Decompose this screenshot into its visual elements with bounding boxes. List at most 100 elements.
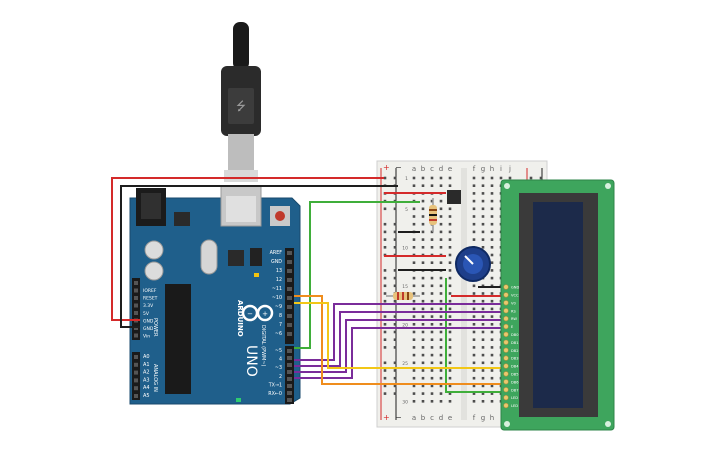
header-pin[interactable] — [134, 281, 138, 285]
lcd-pin-label: E — [511, 325, 514, 329]
lcd-pin[interactable] — [503, 308, 509, 314]
lcd-screen — [533, 202, 583, 408]
header-pin[interactable] — [134, 288, 138, 293]
header-pin[interactable] — [287, 323, 292, 327]
lcd-pin-label: LED — [511, 396, 518, 400]
digital-pin-label: ~3 — [275, 365, 282, 371]
row-label: 30 — [402, 399, 408, 405]
digital-pin-label: RX←0 — [268, 391, 282, 397]
column-label: g — [481, 165, 485, 173]
analog-pin-label: A4 — [143, 385, 150, 391]
wire-purple-3[interactable] — [294, 319, 505, 373]
header-pin[interactable] — [287, 251, 292, 255]
resistor-top[interactable] — [429, 198, 437, 232]
lcd-pin[interactable] — [503, 379, 509, 385]
wire-gnd-black[interactable] — [120, 185, 398, 328]
header-pin[interactable] — [287, 305, 292, 309]
column-label: j — [508, 165, 511, 173]
header-pin[interactable] — [134, 378, 138, 383]
header-pin[interactable] — [134, 355, 138, 359]
lcd-pin-label: RS — [511, 309, 516, 313]
header-pin[interactable] — [134, 362, 138, 367]
header-pin[interactable] — [134, 394, 138, 398]
reset-button[interactable] — [275, 211, 285, 221]
lcd-pin-label: V0 — [511, 301, 516, 305]
lcd-pin[interactable] — [503, 363, 509, 369]
column-label: d — [439, 165, 443, 173]
arduino-uno-board[interactable]: − + ARDUINO UNO POWER ANALOG IN DIGITAL … — [129, 185, 301, 405]
header-pin[interactable] — [287, 332, 292, 336]
header-pin[interactable] — [287, 287, 292, 291]
column-label: e — [448, 165, 452, 173]
header-pin[interactable] — [134, 303, 138, 308]
lcd-pin[interactable] — [503, 355, 509, 361]
header-pin[interactable] — [134, 296, 138, 300]
potentiometer[interactable] — [455, 246, 491, 282]
header-pin[interactable] — [134, 311, 138, 315]
header-pin[interactable] — [287, 278, 292, 282]
wire-green-contrast[interactable] — [294, 201, 420, 349]
column-label: a — [412, 165, 416, 173]
lcd-pin[interactable] — [503, 347, 509, 353]
column-label: c — [430, 165, 434, 173]
header-pin[interactable] — [287, 260, 292, 264]
resistor-backlight[interactable] — [386, 292, 420, 300]
power-header-label: POWER — [152, 318, 158, 337]
digital-pin-label: 13 — [276, 268, 282, 274]
digital-pin-label: 12 — [276, 277, 282, 283]
header-pin[interactable] — [134, 386, 138, 391]
lcd-pin[interactable] — [503, 395, 509, 401]
wire-purple-1[interactable] — [294, 303, 505, 361]
digital-pin-label: 7 — [279, 322, 282, 328]
lcd-pin[interactable] — [503, 387, 509, 393]
lcd-pin[interactable] — [503, 402, 509, 409]
rail-minus-bottom: − — [395, 413, 402, 422]
header-pin[interactable] — [287, 356, 292, 360]
digital-pin-label: GND — [271, 259, 282, 265]
header-pin[interactable] — [287, 384, 292, 388]
row-label: 25 — [402, 361, 408, 367]
header-pin[interactable] — [287, 391, 292, 395]
temperature-sensor[interactable] — [447, 190, 461, 204]
lcd-pin-label: LED — [511, 404, 518, 408]
header-pin[interactable] — [287, 370, 292, 374]
header-pin[interactable] — [134, 370, 138, 375]
wire-yellow-e[interactable] — [294, 302, 505, 369]
power-pin-label: Vin — [143, 334, 150, 340]
digital-pin-label: 2 — [279, 374, 282, 380]
usb-cable[interactable]: ⭍ — [221, 22, 261, 182]
lcd-16x2[interactable]: GNDVCCV0RSRWEDB0DB1DB2DB3DB4DB5DB6DB7LED… — [500, 179, 615, 431]
header-pin[interactable] — [287, 363, 292, 367]
wire-purple-2[interactable] — [294, 311, 505, 367]
wires — [111, 177, 505, 393]
lcd-pin-label: DB3 — [511, 357, 519, 361]
lcd-pin[interactable] — [503, 331, 509, 338]
digital-pin-label: ~5 — [275, 348, 282, 354]
header-pin[interactable] — [134, 333, 138, 338]
wire-5v-red[interactable] — [111, 177, 384, 321]
digital-header-label: DIGITAL (PWM~) — [260, 325, 266, 367]
header-pin[interactable] — [287, 314, 292, 318]
lcd-pin[interactable] — [503, 292, 509, 298]
column-label: i — [500, 165, 502, 173]
digital-pin-label: ~6 — [275, 331, 282, 337]
lcd-pin[interactable] — [503, 284, 509, 290]
wire-orange-rs[interactable] — [294, 295, 505, 385]
lcd-pin[interactable] — [503, 371, 509, 377]
lcd-pin[interactable] — [503, 316, 509, 322]
rail-minus-top: − — [395, 163, 402, 172]
column-label: f — [473, 414, 476, 422]
header-pin[interactable] — [287, 269, 292, 273]
header-pin[interactable] — [287, 377, 292, 381]
lcd-pin[interactable] — [503, 300, 509, 306]
column-label: h — [490, 165, 494, 173]
column-label: g — [481, 414, 485, 422]
header-pin[interactable] — [287, 398, 292, 402]
lcd-pin[interactable] — [503, 323, 509, 330]
header-pin[interactable] — [287, 349, 292, 353]
header-pin[interactable] — [287, 296, 292, 300]
lcd-pin[interactable] — [503, 339, 509, 345]
lcd-pin-label: VCC — [511, 294, 519, 298]
digital-pin-label: ~11 — [272, 286, 282, 292]
